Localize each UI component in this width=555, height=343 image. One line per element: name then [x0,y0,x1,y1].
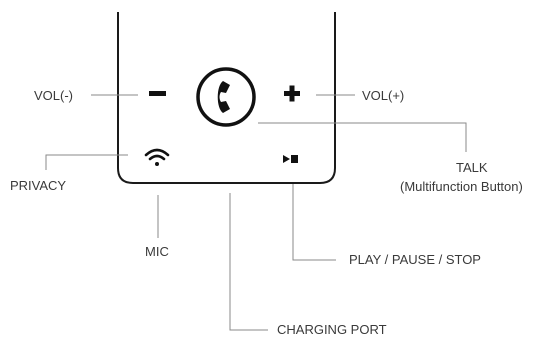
label-privacy: PRIVACY [10,178,67,193]
wifi-arc-middle [148,154,166,161]
play-triangle [283,155,290,163]
leader-privacy [45,154,128,170]
label-talk-multifunction: (Multifunction Button) [400,179,523,194]
label-play-pause-stop: PLAY / PAUSE / STOP [349,252,481,267]
plus-vertical-bar [289,85,295,102]
vol-minus-button[interactable] [149,91,166,96]
device-outline [117,12,336,184]
play-pause-icon[interactable] [283,155,298,163]
pause-block [291,155,298,163]
talk-button[interactable] [196,67,256,127]
vol-plus-button[interactable] [284,85,300,102]
talk-button-ring [196,67,256,127]
leader-play [292,184,336,261]
label-mic: MIC [145,244,169,259]
label-talk: TALK [456,160,488,175]
wifi-signal-icon[interactable] [144,148,170,166]
label-vol-minus: VOL(-) [34,88,73,103]
wifi-arc-outer [144,148,170,157]
leader-lines [45,94,467,331]
leader-charging [229,193,268,331]
wifi-dot [155,162,159,166]
label-vol-plus: VOL(+) [362,88,405,103]
leader-talk [258,122,467,152]
phone-handset-icon [217,81,230,113]
label-charging-port: CHARGING PORT [277,322,387,337]
